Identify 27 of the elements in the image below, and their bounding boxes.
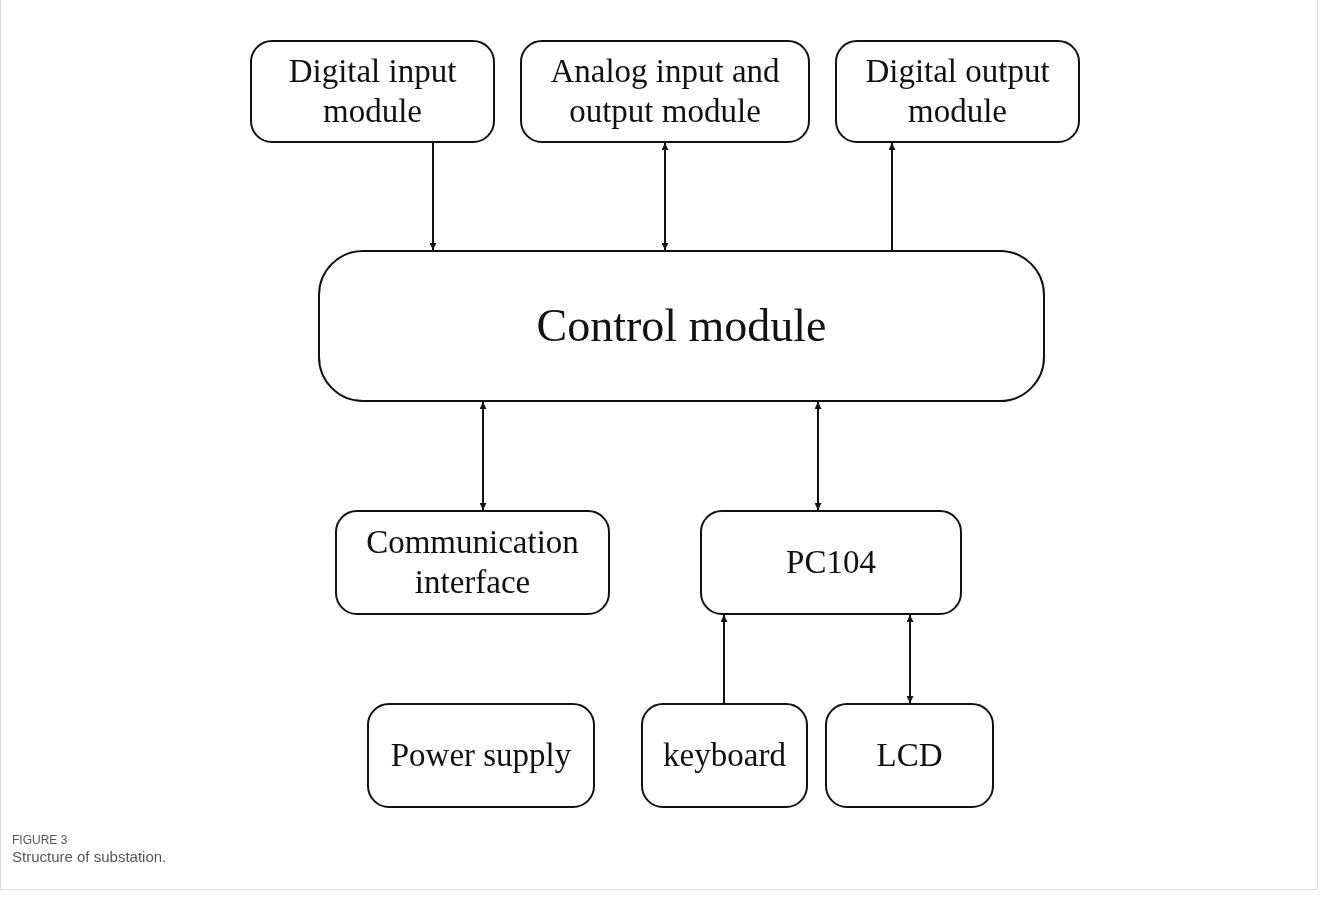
module-box [367, 703, 595, 808]
module-box [250, 40, 495, 143]
arrow [479, 401, 487, 511]
module-box [335, 510, 610, 615]
module-box [835, 40, 1080, 143]
box-label: Power supply [390, 735, 572, 775]
module-box [520, 40, 810, 143]
module-box [318, 250, 1045, 402]
box-label: Communication interface [365, 522, 580, 602]
arrow [720, 614, 728, 704]
box-label: keyboard [663, 735, 786, 775]
box-label: Digital output module [864, 51, 1051, 131]
module-box [700, 510, 962, 615]
module-box [641, 703, 808, 808]
box-label: Digital input module [287, 51, 458, 131]
arrow [888, 142, 896, 251]
box-label: Analog input and output module [549, 51, 781, 131]
box-label: PC104 [786, 542, 876, 582]
box-label: LCD [876, 735, 943, 775]
arrow [814, 401, 822, 511]
arrow [661, 142, 669, 251]
module-box [825, 703, 994, 808]
arrow [429, 142, 437, 251]
arrow [906, 614, 914, 704]
figure-number: FIGURE 3 [12, 833, 68, 847]
box-label: Control module [536, 299, 827, 354]
figure-caption: Structure of substation. [12, 848, 167, 865]
